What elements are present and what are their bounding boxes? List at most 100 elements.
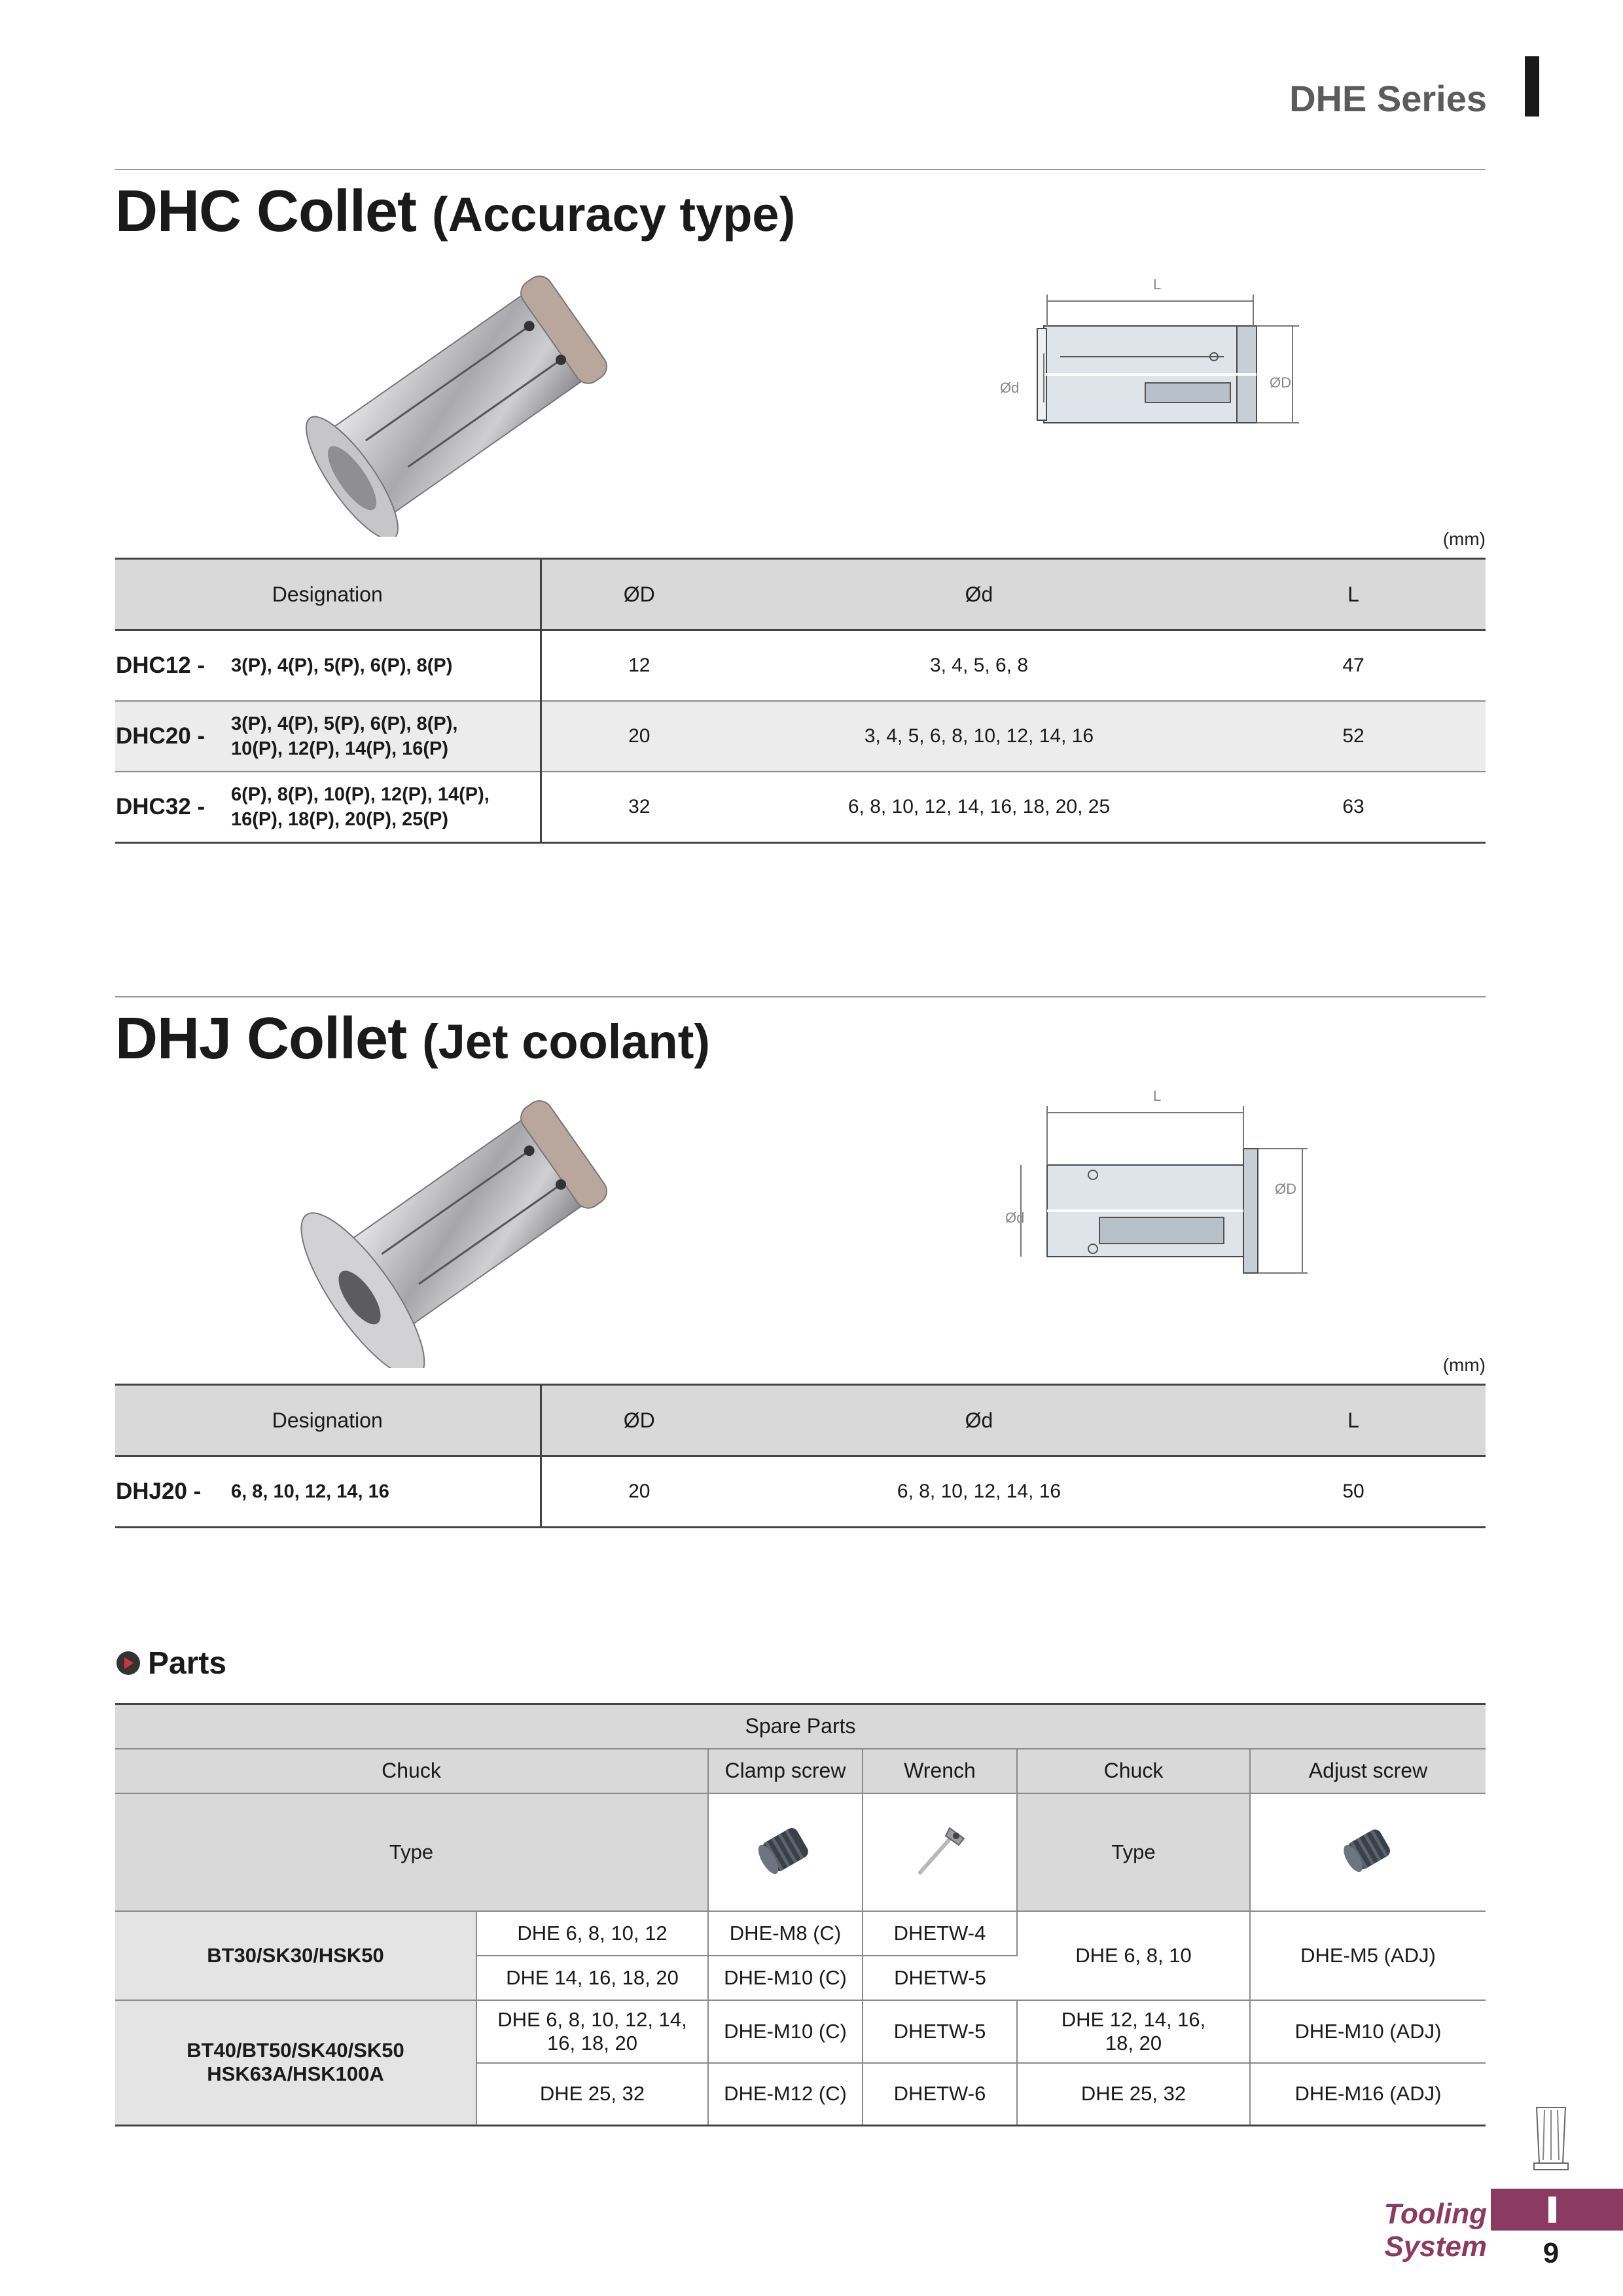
- chuck-header: Chuck: [115, 1748, 709, 1794]
- wrench-cell: DHETW-5: [863, 2000, 1018, 2064]
- dhc-dimension-drawing: L Ød ØD: [1000, 276, 1299, 423]
- dhc-table-header: Designation ØD Ød L: [115, 558, 1486, 631]
- type-label: Type: [115, 1793, 709, 1912]
- clamp-screw-cell: DHE-M12 (C): [708, 2062, 863, 2126]
- d-cell: 6, 8, 10, 12, 14, 16, 18, 20, 25: [737, 772, 1221, 844]
- adjust-screw-image: [1250, 1793, 1486, 1912]
- dhc-dim-d: Ød: [1000, 380, 1019, 396]
- page-number: 9: [1543, 2237, 1560, 2269]
- chuck-size-cell: DHE 6, 8, 10, 12: [476, 1910, 709, 1956]
- parts-heading: Parts: [115, 1645, 226, 1681]
- type-label-2: Type: [1017, 1793, 1251, 1912]
- wrench-cell: DHETW-5: [863, 1955, 1017, 2001]
- arrow-circle-icon: [116, 1651, 140, 1675]
- dhc-dim-D: ØD: [1270, 374, 1291, 391]
- chuck2-size-cell: DHE 12, 14, 16,18, 20: [1017, 2000, 1251, 2064]
- dhc-subtitle: (Accuracy type): [432, 187, 796, 242]
- D-cell: 20: [541, 701, 737, 772]
- dhj-spec-table: Designation ØD Ød L DHJ20 - 6, 8, 10, 12,…: [115, 1384, 1486, 1528]
- table-row: DHC20 - 3(P), 4(P), 5(P), 6(P), 8(P),10(P…: [115, 701, 1486, 772]
- table-row: DHE 25, 32 DHE-M12 (C) DHETW-6 DHE 25, 3…: [115, 2062, 1486, 2126]
- parts-image-row: Type Type: [115, 1793, 1486, 1912]
- dhj-col-d: Ød: [737, 1384, 1221, 1457]
- chuck2-size-cell: DHE 25, 32: [1017, 2062, 1251, 2126]
- designation-variants: 3(P), 4(P), 5(P), 6(P), 8(P): [231, 655, 453, 676]
- parts-column-header-row: Chuck Clamp screw Wrench Chuck Adjust sc…: [115, 1748, 1486, 1794]
- parts-spare-header-row: Spare Parts: [115, 1703, 1486, 1749]
- chuck-size-cell: DHE 25, 32: [476, 2062, 709, 2126]
- table-row: BT30/SK30/HSK50 DHE 6, 8, 10, 12 DHE-M8 …: [115, 1910, 1486, 2001]
- table-row: DHJ20 -6, 8, 10, 12, 14, 16 20 6, 8, 10,…: [115, 1456, 1486, 1528]
- d-cell: 3, 4, 5, 6, 8, 10, 12, 14, 16: [737, 701, 1221, 772]
- parts-heading-label: Parts: [148, 1646, 227, 1681]
- dhj-col-designation: Designation: [115, 1384, 542, 1457]
- dhc-col-L: L: [1221, 558, 1486, 631]
- clamp-screw-cell: DHE-M10 (C): [708, 2000, 863, 2064]
- designation-code: DHC20 -: [116, 723, 205, 749]
- footer-section-title: Tooling System: [1383, 2198, 1487, 2263]
- D-cell: 12: [541, 630, 737, 702]
- L-cell: 47: [1221, 630, 1486, 702]
- L-cell: 52: [1221, 701, 1486, 772]
- parts-table: Spare Parts Chuck Clamp screw Wrench Chu…: [115, 1703, 1486, 2126]
- dhj-table-header: Designation ØD Ød L: [115, 1384, 1486, 1457]
- dhj-dim-D: ØD: [1275, 1181, 1296, 1197]
- designation-code: DHC32 -: [116, 794, 205, 819]
- table-row: DHE 14, 16, 18, 20 DHE-M10 (C) DHETW-5: [115, 1955, 1486, 2001]
- dhc-dim-L: L: [1153, 276, 1161, 293]
- adjust-screw-cell: DHE-M16 (ADJ): [1250, 2062, 1486, 2126]
- dhc-section-title: DHC Collet (Accuracy type): [115, 178, 795, 245]
- dhc-collet-photo: [305, 276, 607, 537]
- wrench-header: Wrench: [863, 1748, 1018, 1794]
- series-title: DHE Series: [1289, 78, 1487, 119]
- L-cell: 63: [1221, 772, 1486, 844]
- chuck-size-cell: DHE 14, 16, 18, 20: [476, 1955, 709, 2001]
- designation-variants: 3(P), 4(P), 5(P), 6(P), 8(P),10(P), 12(P…: [231, 713, 458, 759]
- clamp-screw-image: [708, 1793, 863, 1912]
- wrench-cell: DHETW-6: [863, 2062, 1018, 2126]
- L-cell: 50: [1221, 1456, 1486, 1528]
- dhc-col-D: ØD: [541, 558, 737, 631]
- dhc-col-d: Ød: [737, 558, 1221, 631]
- wrench-icon: [918, 1826, 965, 1874]
- footer-tab-marker: [1548, 2197, 1556, 2223]
- designation-variants: 6(P), 8(P), 10(P), 12(P), 14(P),16(P), 1…: [231, 784, 490, 830]
- series-marker-bar: [1525, 56, 1539, 117]
- adjust-screw-icon: [1343, 1829, 1390, 1872]
- dhj-section-rule: [115, 996, 1486, 997]
- header-rule: [115, 169, 1486, 170]
- footer-section-tab: [1491, 2189, 1623, 2231]
- designation-cell: DHJ20 - 6, 8, 10, 12, 14, 16: [115, 1456, 542, 1528]
- dhj-section-title: DHJ Collet (Jet coolant): [115, 1005, 710, 1073]
- dhj-subtitle: (Jet coolant): [422, 1014, 710, 1069]
- chuck-type-bt30: BT30/SK30/HSK50: [115, 1910, 477, 2001]
- designation-code: DHC12 -: [116, 653, 205, 678]
- dhj-dim-d: Ød: [1005, 1210, 1024, 1226]
- wrench-cell: DHETW-4: [863, 1910, 1018, 1956]
- table-row: DHC12 - 3(P), 4(P), 5(P), 6(P), 8(P) 12 3…: [115, 630, 1486, 702]
- designation-cell: DHC20 - 3(P), 4(P), 5(P), 6(P), 8(P),10(P…: [115, 701, 542, 772]
- table-row: DHC32 - 6(P), 8(P), 10(P), 12(P), 14(P),1…: [115, 772, 1486, 844]
- chuck-size-cell: DHE 6, 8, 10, 12, 14,16, 18, 20: [476, 2000, 709, 2064]
- spare-parts-header: Spare Parts: [115, 1703, 1486, 1749]
- dhj-collet-photo: [300, 1100, 607, 1368]
- wrench-image: [863, 1793, 1018, 1912]
- d-cell: 3, 4, 5, 6, 8: [737, 630, 1221, 702]
- clamp-screw-cell: DHE-M10 (C): [708, 1955, 863, 2001]
- dhc-col-designation: Designation: [115, 558, 542, 631]
- clamp-screw-icon: [758, 1827, 808, 1874]
- adjust-screw-header: Adjust screw: [1250, 1748, 1486, 1794]
- dhj-unit: (mm): [1442, 1355, 1486, 1375]
- collet-thumbnail-icon: [1533, 2107, 1569, 2170]
- designation-code: DHJ20 -: [116, 1479, 202, 1504]
- designation-cell: DHC32 - 6(P), 8(P), 10(P), 12(P), 14(P),1…: [115, 772, 542, 844]
- adjust-screw-cell: DHE-M10 (ADJ): [1250, 2000, 1486, 2064]
- dhj-dimension-drawing: L Ød ØD: [1005, 1088, 1308, 1274]
- dhj-col-D: ØD: [541, 1384, 737, 1457]
- designation-variants: 6, 8, 10, 12, 14, 16: [231, 1481, 389, 1502]
- dhc-title: DHC Collet: [115, 179, 417, 244]
- D-cell: 32: [541, 772, 737, 844]
- dhj-dim-L: L: [1153, 1088, 1161, 1104]
- designation-cell: DHC12 - 3(P), 4(P), 5(P), 6(P), 8(P): [115, 630, 542, 702]
